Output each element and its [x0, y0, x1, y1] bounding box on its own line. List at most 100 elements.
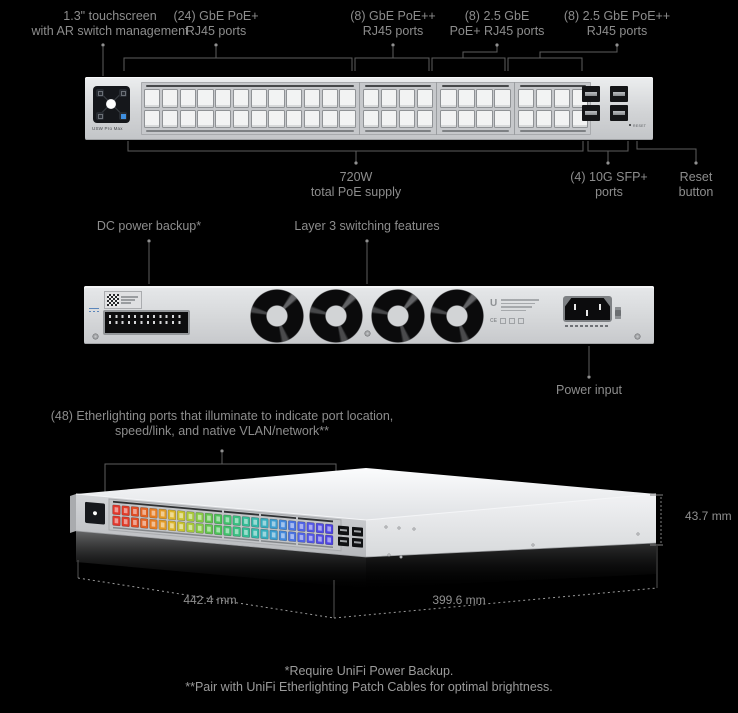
- etherlighting-port: [241, 527, 251, 538]
- etherlighting-port: [251, 517, 260, 528]
- cooling-fan: [430, 289, 484, 343]
- rj45-port: [416, 109, 433, 128]
- footnote-power-backup: *Require UniFi Power Backup.: [284, 664, 454, 678]
- rj45-port: [250, 89, 267, 108]
- screw: [397, 526, 401, 530]
- rj45-port: [440, 89, 457, 108]
- rj45-port: [268, 109, 285, 128]
- rj45-port: [517, 109, 534, 128]
- qr-sticker: [104, 291, 142, 309]
- reset-pinhole-label: RESET: [629, 124, 646, 128]
- rj45-port: [268, 89, 285, 108]
- cooling-fan: [309, 289, 363, 343]
- rj45-port: [303, 109, 320, 128]
- etherlighting-port: [325, 523, 334, 535]
- screen-icon: [119, 89, 127, 97]
- rj45-port: [535, 109, 552, 128]
- label-8-25gbe-poepp-ports: (8) 2.5 GbE PoE++ RJ45 ports: [563, 9, 671, 38]
- etherlighting-port: [232, 526, 241, 537]
- rj45-port: [476, 109, 493, 128]
- etherlighting-port: [297, 532, 306, 543]
- model-label: USW Pro Max: [92, 126, 123, 131]
- etherlighting-port: [177, 510, 186, 521]
- screw: [399, 555, 403, 559]
- rj45-port: [380, 109, 397, 128]
- cable-latch: [615, 307, 621, 319]
- etherlighting-port: [214, 524, 223, 536]
- sfp-cage-3d: [352, 537, 363, 548]
- front-face: [76, 494, 366, 557]
- power-inlet: [563, 296, 612, 322]
- rj45-port: [416, 89, 433, 108]
- etherlighting-port: [186, 522, 195, 533]
- reflection: [76, 531, 366, 588]
- sfp-cage: [582, 86, 600, 102]
- brand-logo-block: U: [490, 299, 540, 313]
- etherlighting-port: [121, 516, 130, 527]
- etherlighting-port: [315, 533, 325, 545]
- dc-backup-connector: [103, 310, 190, 335]
- etherlighting-port: [177, 521, 186, 532]
- etherlighting-port: [297, 521, 306, 532]
- etherlighting-port: [121, 505, 130, 516]
- screen-icon: [96, 112, 104, 120]
- etherlighting-port: [288, 531, 297, 542]
- label-reset-button: Reset button: [678, 170, 714, 199]
- etherlighting-port: [158, 519, 167, 531]
- etherlighting-port: [195, 523, 204, 534]
- sfp-cage: [610, 105, 628, 121]
- label-8-gbe-poepp-ports: (8) GbE PoE++ RJ45 ports: [350, 9, 436, 38]
- rj45-port: [321, 109, 338, 128]
- etherlighting-port: [167, 509, 176, 521]
- port-group: [436, 82, 514, 135]
- dimension-height: 43.7 mm: [685, 509, 732, 523]
- etherlighting-port: [269, 518, 278, 530]
- rj45-port: [286, 109, 303, 128]
- sfp-cage-3d: [338, 536, 349, 547]
- etherlighting-port: [223, 525, 232, 537]
- etherlighting-port: [195, 512, 204, 523]
- etherlighting-port: [315, 522, 325, 534]
- etherlighting-port: [149, 518, 158, 530]
- etherlighting-port: [167, 520, 176, 532]
- etherlighting-port: [112, 515, 121, 527]
- etherlighting-port: [186, 511, 195, 522]
- label-power-input: Power input: [555, 383, 623, 397]
- rj45-port: [144, 109, 161, 128]
- rj45-port: [197, 89, 214, 108]
- etherlighting-port: [241, 516, 251, 527]
- rj45-port: [458, 109, 475, 128]
- etherlighting-port: [306, 533, 315, 544]
- label-layer3: Layer 3 switching features: [294, 219, 440, 233]
- etherlighting-port: [158, 508, 167, 520]
- rj45-port: [362, 109, 379, 128]
- screw: [531, 543, 535, 547]
- sfp-cage-block: [582, 86, 628, 121]
- rj45-port-panel: [141, 82, 591, 135]
- rj45-port: [339, 109, 356, 128]
- rj45-port: [398, 109, 415, 128]
- etherlighting-port: [269, 529, 278, 541]
- regulatory-marks: CE: [490, 318, 524, 324]
- rj45-port: [494, 109, 511, 128]
- etherlighting-ports: [85, 498, 363, 552]
- side-face: [366, 494, 656, 557]
- rj45-port: [362, 89, 379, 108]
- screw: [412, 527, 416, 531]
- rj45-port: [517, 89, 534, 108]
- cooling-fan: [371, 289, 425, 343]
- screw: [93, 334, 98, 339]
- rj45-port: [161, 109, 178, 128]
- rj45-port: [161, 89, 178, 108]
- switch-3d-view: [70, 468, 657, 588]
- sfp-cage-3d: [338, 525, 349, 536]
- etherlighting-port: [306, 522, 315, 533]
- sfp-cage-3d: [352, 526, 363, 537]
- etherlighting-port: [214, 513, 223, 525]
- rj45-port: [179, 89, 196, 108]
- label-etherlighting: (48) Etherlighting ports that illuminate…: [50, 409, 394, 438]
- port-group: [141, 82, 359, 135]
- screen-center-dot: [106, 99, 116, 109]
- qr-code: [107, 294, 119, 306]
